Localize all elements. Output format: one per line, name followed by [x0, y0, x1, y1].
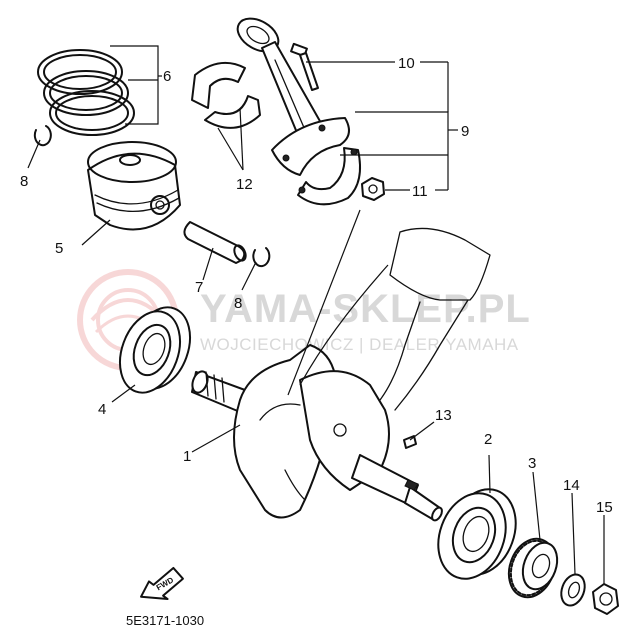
piston-rings — [37, 49, 135, 136]
piston — [87, 141, 181, 231]
piston-pin-clip-lower — [252, 247, 271, 268]
callout-labels: 1 2 3 4 5 6 7 8 8 9 10 11 12 13 14 15 — [20, 55, 613, 516]
callout-9: 9 — [461, 123, 469, 140]
callout-12: 12 — [236, 176, 253, 193]
callout-3: 3 — [528, 455, 536, 472]
connecting-rod-bolt — [290, 42, 319, 91]
callout-15: 15 — [596, 499, 613, 516]
callout-5: 5 — [55, 240, 63, 257]
crankshaft — [191, 344, 443, 522]
connecting-rod-cap — [297, 147, 361, 206]
callout-8-lower: 8 — [234, 295, 242, 312]
diagram-code: 5E3171-1030 — [126, 613, 204, 628]
connecting-rod-nut — [361, 177, 385, 201]
watermark-brand: YAMA-SKLEP.PL — [200, 287, 531, 331]
big-end-bearing-upper — [191, 61, 246, 109]
crank-nut — [592, 583, 619, 615]
callout-13: 13 — [435, 407, 452, 424]
callout-14: 14 — [563, 477, 580, 494]
callout-10: 10 — [398, 55, 415, 72]
watermark-tagline: WOJCIECHOWICZ | DEALER YAMAHA — [200, 335, 519, 354]
callout-2: 2 — [484, 431, 492, 448]
callout-7: 7 — [195, 279, 203, 296]
piston-pin-clip-upper — [33, 125, 52, 147]
primary-drive-gear — [507, 537, 559, 599]
woodruff-key — [403, 435, 417, 449]
callout-1: 1 — [183, 448, 191, 465]
forward-direction-arrow: FWD — [140, 566, 184, 601]
piston-pin — [183, 221, 247, 264]
watermark: YAMA-SKLEP.PL WOJCIECHOWICZ | DEALER YAM… — [77, 269, 531, 371]
callout-8-upper: 8 — [20, 173, 28, 190]
connecting-rod — [236, 17, 350, 176]
crank-bearing-right — [437, 488, 517, 580]
callout-4: 4 — [98, 401, 106, 418]
callout-6: 6 — [163, 68, 171, 85]
washer — [560, 573, 586, 607]
callout-11: 11 — [412, 183, 428, 200]
crank-bearing-left — [119, 306, 191, 394]
big-end-bearing-lower — [204, 95, 261, 129]
piston-outline-ghost — [379, 227, 491, 411]
